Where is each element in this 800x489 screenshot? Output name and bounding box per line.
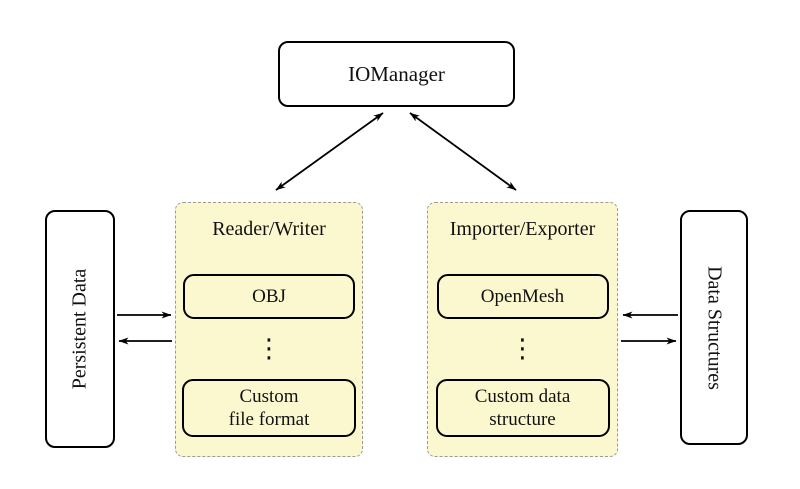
arrow-iomanager-readerwriter: [275, 112, 384, 191]
custom-data-structure-node: Custom data structure: [435, 379, 610, 437]
data-structures-node: Data Structures: [680, 210, 748, 445]
data-structures-label: Data Structures: [703, 265, 726, 390]
custom-data-structure-line2: structure: [489, 409, 556, 430]
iomanager-label: IOManager: [348, 61, 445, 86]
custom-file-format-line2: file format: [228, 409, 310, 430]
reader-writer-title: Reader/Writer: [212, 218, 326, 240]
reader-writer-ellipsis: ⋮: [256, 334, 282, 364]
reader-writer-group: Reader/Writer OBJ ⋮ Custom file format: [175, 202, 363, 457]
custom-file-format-node: Custom file format: [182, 379, 356, 437]
iomanager-node: IOManager: [278, 41, 515, 107]
arrow-iomanager-importerexporter: [409, 112, 517, 191]
importer-exporter-title: Importer/Exporter: [449, 218, 596, 240]
importer-exporter-ellipsis: ⋮: [509, 334, 536, 364]
openmesh-node: OpenMesh: [436, 274, 609, 319]
openmesh-label: OpenMesh: [480, 286, 565, 307]
persistent-data-node: Persistent Data: [45, 210, 115, 448]
obj-label: OBJ: [252, 286, 286, 307]
obj-node: OBJ: [183, 274, 355, 319]
persistent-data-label: Persistent Data: [68, 268, 91, 390]
custom-data-structure-line1: Custom data: [474, 386, 571, 407]
custom-file-format-line1: Custom: [239, 386, 299, 407]
importer-exporter-group: Importer/Exporter OpenMesh ⋮ Custom data…: [427, 202, 618, 457]
